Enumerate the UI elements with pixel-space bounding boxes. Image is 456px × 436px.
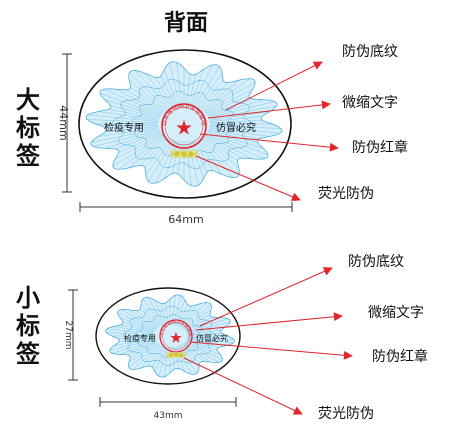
small-side-label-char-1: 小 — [16, 284, 40, 312]
large-callout-microtext: 微缩文字 — [342, 95, 398, 111]
large-width-dimension: 64mm — [79, 202, 293, 226]
large-arrow-pattern — [225, 61, 323, 111]
large-height-dimension: 44mm — [57, 53, 72, 193]
small-arrow-microtext — [195, 312, 343, 331]
large-arrow-microtext — [207, 100, 331, 119]
small-arrow-fluorescent — [183, 357, 303, 415]
small-left-text: 检疫专用 — [124, 333, 156, 343]
small-arrow-seal — [189, 341, 353, 360]
page-title: 背面 — [164, 11, 208, 36]
small-callout-pattern: 防伪底纹 — [348, 254, 404, 270]
large-right-text: 仿冒必究 — [216, 121, 256, 134]
small-callout-microtext: 微缩文字 — [368, 305, 424, 321]
large-arrow-fluorescent — [195, 155, 301, 201]
small-fluorescent-mark — [166, 352, 186, 358]
large-label-section: 大 标 签 44mm 检疫专用 仿冒必究 山东省动物卫生监督所 — [15, 44, 408, 226]
large-height-label: 44mm — [57, 105, 70, 140]
large-width-label: 64mm — [168, 213, 203, 226]
small-callout-seal: 防伪红章 — [372, 348, 428, 365]
small-width-label: 43mm — [154, 411, 183, 421]
small-right-text: 仿冒必究 — [196, 333, 228, 343]
small-height-label: 27mm — [63, 321, 73, 350]
small-side-label-char-2: 标 — [16, 312, 40, 340]
small-arrow-pattern — [199, 267, 333, 327]
large-left-text: 检疫专用 — [104, 121, 144, 134]
large-fluorescent-mark — [170, 150, 198, 158]
large-side-label-char-2: 标 — [16, 114, 40, 142]
small-seal-star-icon — [170, 332, 182, 343]
large-callout-pattern: 防伪底纹 — [342, 44, 398, 60]
large-side-label-char-3: 签 — [15, 142, 41, 170]
large-callout-seal: 防伪红章 — [352, 139, 408, 156]
small-callout-fluorescent: 荧光防伪 — [318, 405, 374, 422]
large-seal-star-icon — [176, 120, 192, 135]
large-callout-fluorescent: 荧光防伪 — [318, 185, 374, 202]
small-width-dimension: 43mm — [99, 397, 237, 421]
small-side-label-char-3: 签 — [15, 340, 41, 368]
small-height-dimension: 27mm — [63, 289, 78, 381]
small-label-section: 小 标 签 27mm 检疫专用 仿冒必究 山东省动物卫生监督所 — [15, 254, 428, 422]
large-arrow-seal — [199, 133, 339, 152]
large-side-label-char-1: 大 — [16, 86, 40, 114]
